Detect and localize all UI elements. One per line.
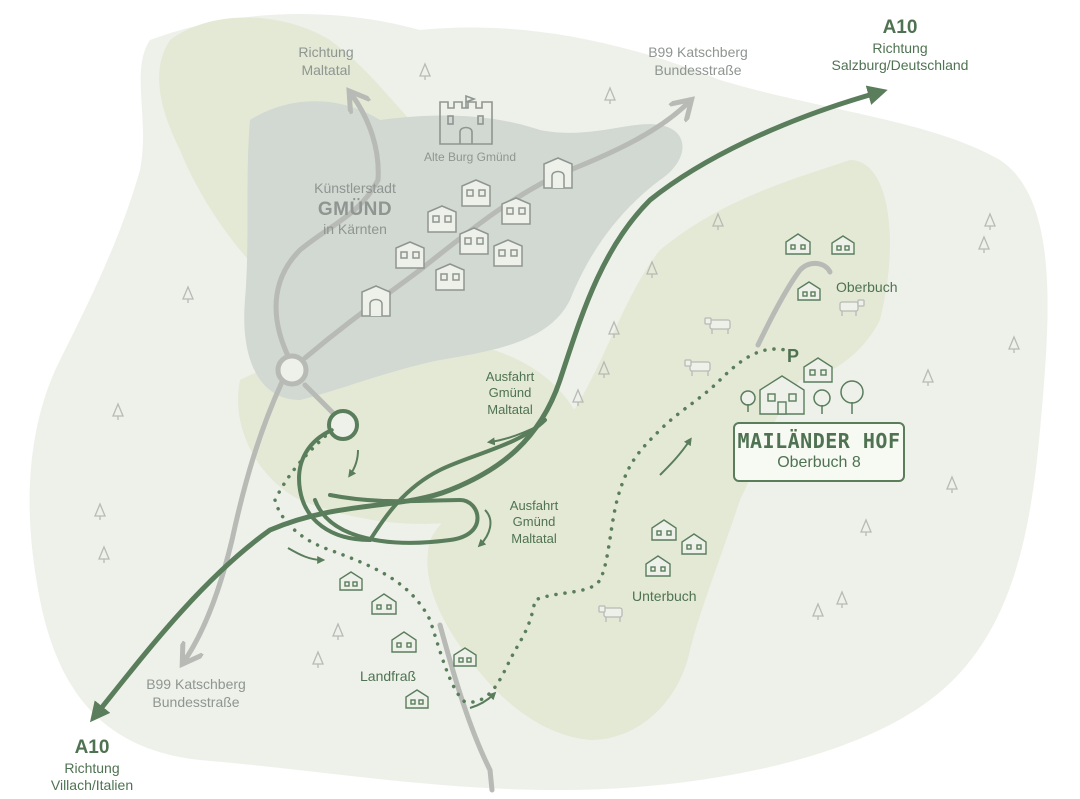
tree-icon [860,518,872,536]
gate-icon [361,285,391,317]
tree-icon [312,650,324,668]
a10-exit-roundabout [327,409,359,441]
arrow-icon [348,449,359,478]
house-icon [395,241,425,269]
a10-sw-title: A10 [74,737,110,758]
farmhouse-icon [371,593,397,615]
label-richtung-maltatal: Richtung Maltatal [298,44,354,78]
arrow-icon [469,691,497,709]
farmhouse-icon [803,357,833,383]
tree-icon [946,475,958,493]
label-gmuend-name: GMÜND [317,198,393,220]
tree-icon [94,502,106,520]
farmhouses [339,233,855,709]
exit-arrows [287,424,692,709]
tree-icon [1008,335,1020,353]
house-icon [435,263,465,291]
town-buildings [361,157,573,317]
label-gmuend: Künstlerstadt GMÜND in Kärnten [290,180,420,239]
label-a10-ne: A10 Richtung Salzburg/Deutschland [810,16,990,75]
castle-icon [439,94,493,145]
farmhouse-icon [391,631,417,653]
arrow-icon [287,547,326,564]
tree-icon [646,260,658,278]
label-ausfahrt-2: Ausfahrt Gmünd Maltatal [509,498,559,546]
farmhouse-icon [405,689,429,709]
label-unterbuch: Unterbuch [632,588,697,604]
destination-trees [740,380,864,414]
tree-icon [812,602,824,620]
tree-icon [740,390,756,412]
destination-name: MAILÄNDER HOF [737,429,901,453]
a10-main [89,85,888,723]
label-in-kaernten: in Kärnten [323,221,387,238]
tree-icon [608,320,620,338]
cow-icon [598,605,623,622]
farmhouse-icon [453,647,477,667]
tree-icon [182,285,194,303]
arrow-icon [477,509,492,548]
farmhouse-icon [831,235,855,255]
a10-ne-title: A10 [882,17,918,38]
tree-icon [419,62,431,80]
tree-icon [112,402,124,420]
tree-icon [598,360,610,378]
house-icon [501,197,531,225]
tree-icon [984,212,996,230]
tree-icon [712,212,724,230]
parking-icon: P [787,346,799,366]
tree-icon [922,368,934,386]
gate-icon [543,157,573,189]
farmhouse-icon [645,555,671,577]
cow-icon [684,359,711,376]
tree-group [94,62,1020,668]
label-b99-top: B99 Katschberg Bundesstraße [648,44,748,78]
tree-icon [840,380,864,414]
a10-ramp-loop-2 [313,493,480,545]
house-icon [461,179,491,207]
tree-icon [98,545,110,563]
farmhouse-icon [785,233,811,255]
roundabout-gmuend [275,353,309,387]
label-ausfahrt-1: Ausfahrt Gmünd Maltatal [485,369,535,417]
cows [598,299,865,622]
a10-sw-sub: Richtung Villach/Italien [50,759,134,794]
a10-ne-sub: Richtung Salzburg/Deutschland [831,39,969,74]
arrow-icon [659,437,692,476]
farmhouse-icon [759,375,805,415]
house-icon [459,227,489,255]
label-kuenstlerstadt: Künstlerstadt [314,180,396,196]
label-landfrass: Landfraß [360,668,417,684]
tree-icon [978,235,990,253]
farmhouse-icon [651,519,677,541]
tree-icon [836,590,848,608]
farmhouse-icon [681,533,707,555]
destination-box[interactable]: MAILÄNDER HOF Oberbuch 8 [733,422,905,482]
tree-icon [572,388,584,406]
tree-icon [813,389,831,414]
label-alte-burg: Alte Burg Gmünd [423,150,517,164]
label-oberbuch: Oberbuch [836,279,898,295]
arrow-icon [486,424,541,446]
highway-a10 [89,85,888,723]
cow-icon [704,317,731,334]
cow-icon [839,299,865,316]
destination-address: Oberbuch 8 [777,454,861,471]
farmhouse-icon [339,571,363,591]
house-icon [427,205,457,233]
tree-icon [332,622,344,640]
label-b99-bottom: B99 Katschberg Bundesstraße [146,676,246,710]
label-a10-sw: A10 Richtung Villach/Italien [22,736,162,795]
farmhouse-icon [797,281,821,301]
tree-icon [604,86,616,104]
house-icon [493,239,523,267]
